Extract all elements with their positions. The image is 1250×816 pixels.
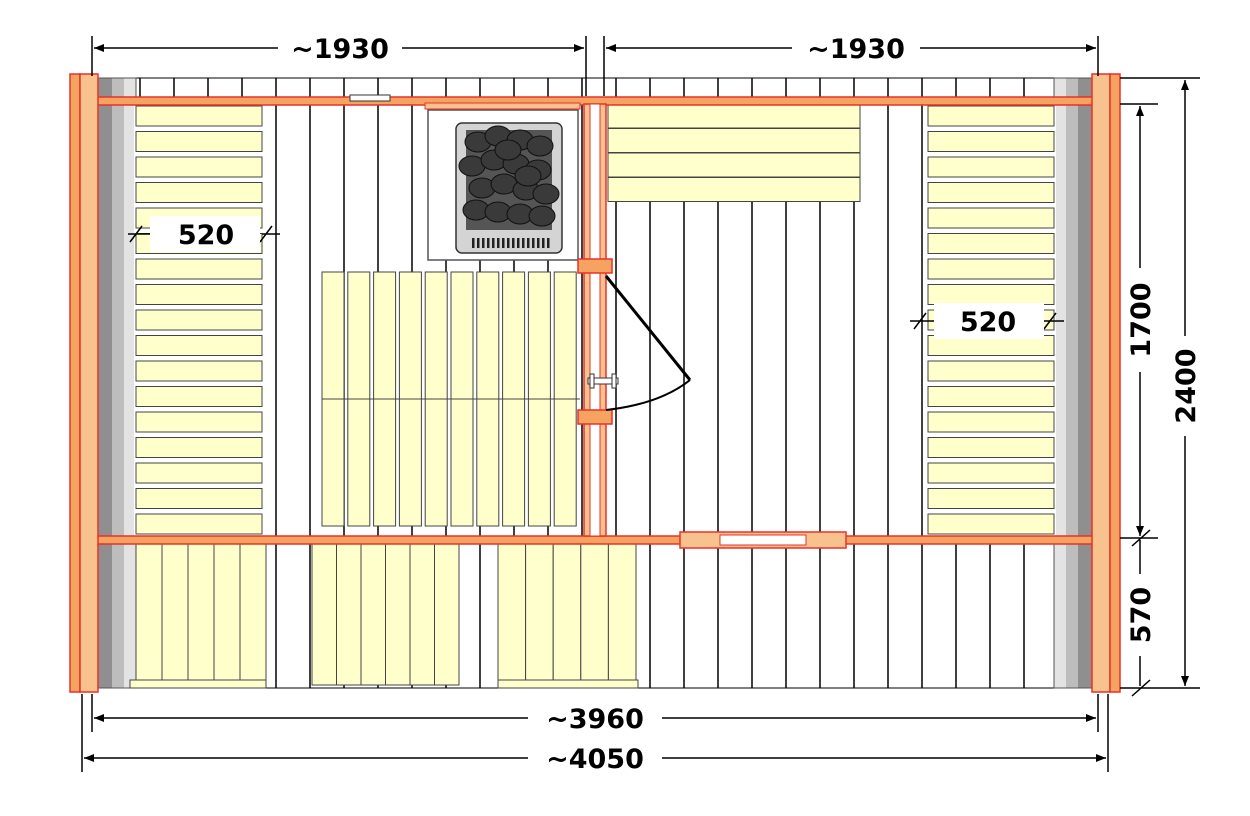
vent-slot [547, 238, 550, 248]
bench-board [135, 360, 263, 382]
porch-board [580, 543, 609, 686]
bench-board [135, 105, 263, 127]
bench-board [135, 411, 263, 433]
porch-step [497, 679, 639, 689]
dimension-bench-left: 520 [178, 220, 234, 251]
porch-board [434, 543, 460, 686]
sauna-stove-icon [427, 109, 579, 261]
bench-board [135, 284, 263, 305]
vent-slot [507, 238, 510, 248]
stone [532, 183, 560, 205]
porch-benches [129, 543, 639, 689]
bench-board [135, 131, 263, 152]
bench-board [927, 437, 1055, 458]
bench-board [135, 513, 263, 535]
dimension-lines [81, 36, 1200, 772]
left-end-wall [97, 77, 137, 689]
bench-board [135, 386, 263, 407]
dimension-top-left: ~1930 [291, 34, 389, 65]
porch-board [213, 543, 241, 686]
vent-slot [477, 238, 480, 248]
interior-door [604, 275, 692, 411]
bench-board [135, 335, 263, 356]
porch-board [161, 543, 189, 686]
stone [528, 205, 556, 227]
bench-board [927, 131, 1055, 152]
dimension-inner-length: ~3960 [546, 704, 644, 735]
vent-slot [537, 238, 540, 248]
dimension-inner-height: 1700 [1126, 282, 1157, 357]
porch-board [311, 543, 337, 686]
vent-slot [532, 238, 535, 248]
bench-board [607, 177, 861, 202]
bench-board [607, 152, 861, 178]
bench-board [927, 360, 1055, 382]
vent-slot [497, 238, 500, 248]
bench-board [135, 462, 263, 484]
vent-slot [472, 238, 475, 248]
stove-vents [472, 238, 550, 248]
vent-slot [527, 238, 530, 248]
porch-board [336, 543, 362, 686]
dimension-porch-depth: 570 [1126, 587, 1157, 643]
bench-board [927, 156, 1055, 178]
porch-board [497, 543, 527, 686]
bench-board [135, 156, 263, 178]
bench-board [927, 258, 1055, 280]
vent-slot [482, 238, 485, 248]
porch-board [552, 543, 582, 686]
porch-board [409, 543, 435, 686]
bench-center-vertical [321, 271, 580, 527]
vent-slot [487, 238, 490, 248]
vent-slot [542, 238, 545, 248]
porch-step [129, 679, 267, 689]
bench-board [607, 128, 861, 153]
bench-board [927, 488, 1055, 509]
stove-stones [458, 125, 560, 227]
porch-board [239, 543, 267, 686]
bench-board [927, 182, 1055, 203]
wall-frame [69, 73, 1121, 693]
vent-slot [492, 238, 495, 248]
bench-board [135, 488, 263, 509]
bench-board [135, 309, 263, 331]
bench-board [135, 182, 263, 203]
bench-board [927, 411, 1055, 433]
bench-board [927, 462, 1055, 484]
vent-slot [512, 238, 515, 248]
bench-board [927, 513, 1055, 535]
bench-board [927, 284, 1055, 305]
dimension-top-right: ~1930 [807, 34, 905, 65]
dimension-bench-right: 520 [960, 307, 1016, 338]
bench-board [927, 207, 1055, 229]
door-handle-icon [587, 373, 619, 389]
bench-left [134, 104, 264, 536]
bench-board [607, 103, 861, 129]
dimension-total-height: 2400 [1171, 348, 1202, 423]
porch-board [385, 543, 411, 686]
porch-board [187, 543, 215, 686]
porch-board [135, 543, 163, 686]
bench-board [135, 258, 263, 280]
stone [526, 135, 554, 157]
dimension-total-length: ~4050 [546, 744, 644, 775]
vent-slot [502, 238, 505, 248]
bench-board [927, 105, 1055, 127]
stone [494, 139, 522, 161]
bench-top-right [607, 103, 861, 202]
label-bg-left [150, 216, 260, 252]
bench-board [927, 233, 1055, 254]
bench-board [927, 386, 1055, 407]
right-end-wall [1053, 77, 1093, 689]
porch-board [607, 543, 637, 686]
porch-board [360, 543, 386, 686]
vent-slot [517, 238, 520, 248]
stone [514, 165, 542, 187]
bench-board [135, 437, 263, 458]
vent-slot [522, 238, 525, 248]
label-bg-right [934, 303, 1044, 339]
porch-board [525, 543, 554, 686]
